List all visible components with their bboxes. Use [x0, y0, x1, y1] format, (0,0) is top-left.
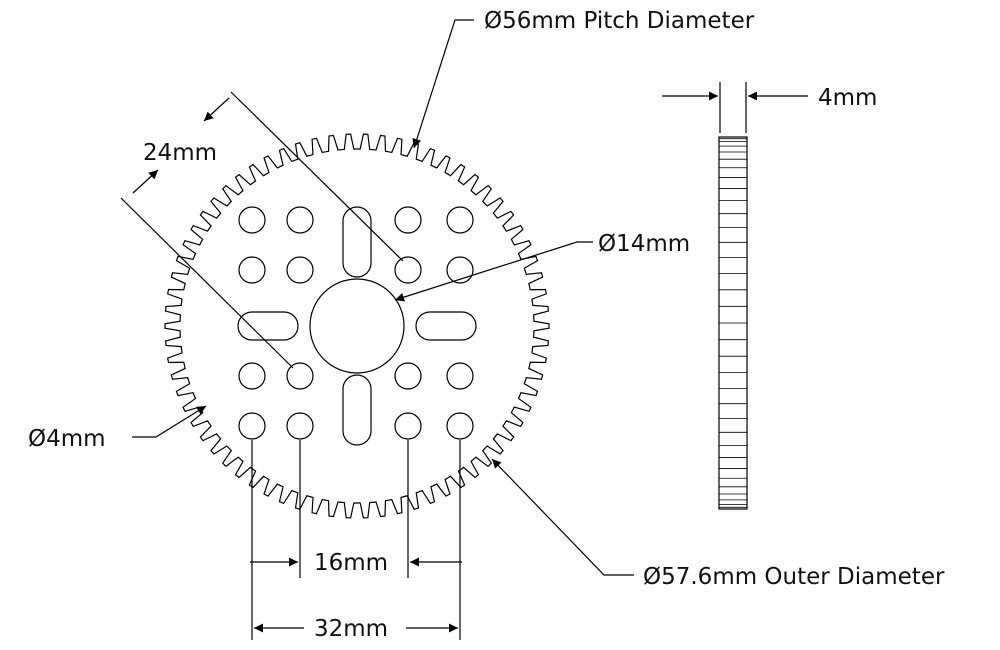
gear-front-view: [164, 133, 550, 519]
pitch-diameter-label: Ø56mm Pitch Diameter: [484, 8, 755, 34]
hole: [394, 412, 422, 440]
inner-spacing-label: 16mm: [314, 550, 388, 576]
hole: [238, 412, 266, 440]
hole: [286, 206, 314, 234]
hole: [286, 256, 314, 284]
slot-bottom: [342, 374, 372, 446]
gear-side-view: [718, 136, 748, 510]
outer-spacing-label: 32mm: [314, 616, 388, 642]
hole: [394, 206, 422, 234]
slot-left: [237, 311, 299, 341]
outer-spacing-dimension: 32mm: [251, 440, 461, 642]
hole: [286, 412, 314, 440]
diagonal-label: 24mm: [143, 140, 217, 166]
thickness-label: 4mm: [818, 85, 877, 111]
hole: [394, 362, 422, 390]
thickness-dimension: 4mm: [662, 82, 877, 133]
hole: [446, 256, 474, 284]
outer-diameter-label: Ø57.6mm Outer Diameter: [643, 564, 945, 590]
hole: [238, 206, 266, 234]
hole: [238, 362, 266, 390]
inner-spacing-dimension: 16mm: [250, 440, 462, 578]
hole-callout: Ø4mm: [28, 405, 207, 452]
hole: [446, 362, 474, 390]
outer-diameter-callout: Ø57.6mm Outer Diameter: [491, 458, 945, 590]
center-bore: [309, 278, 405, 374]
slot-right: [415, 311, 477, 341]
side-tooth-lines: [719, 138, 747, 508]
hole-label: Ø4mm: [28, 426, 106, 452]
gear-outline: [164, 133, 550, 519]
pitch-diameter-callout: Ø56mm Pitch Diameter: [412, 8, 755, 149]
mounting-holes: [238, 206, 474, 440]
diagonal-dimension: 24mm: [120, 91, 404, 369]
hole: [446, 206, 474, 234]
hole: [394, 256, 422, 284]
hole: [286, 362, 314, 390]
hole: [446, 412, 474, 440]
slot-top: [342, 206, 372, 278]
hole: [238, 256, 266, 284]
bore-callout: Ø14mm: [394, 231, 690, 302]
bore-label: Ø14mm: [598, 231, 690, 257]
